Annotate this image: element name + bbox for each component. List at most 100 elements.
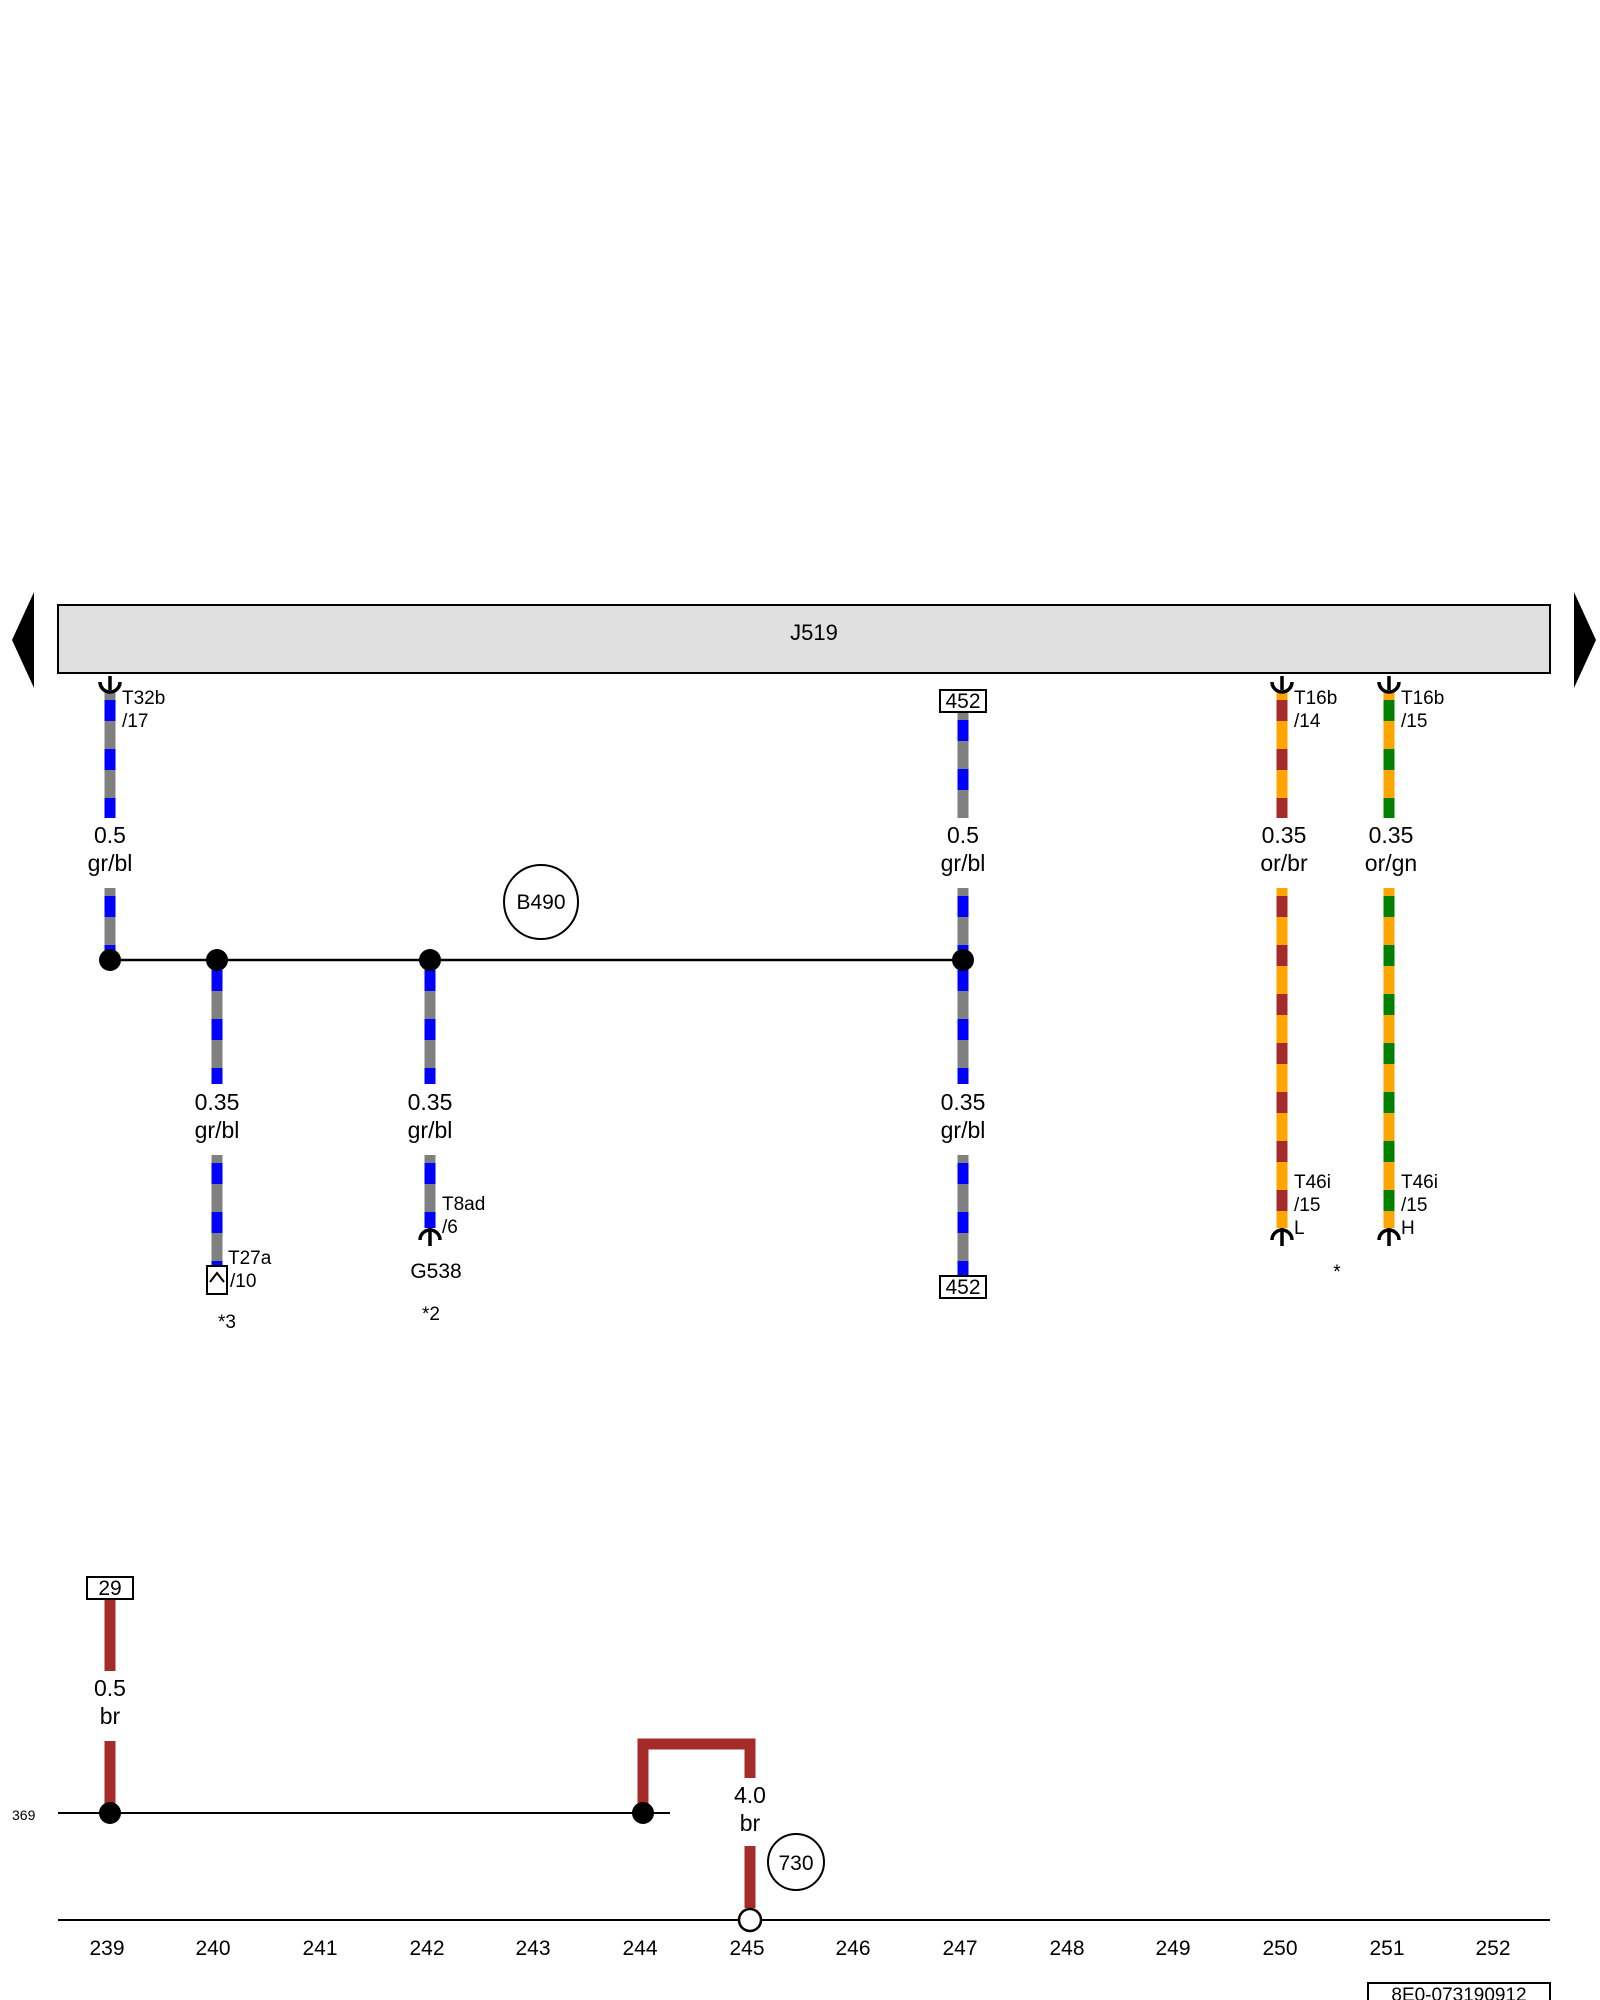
splice-dot-247 xyxy=(952,949,974,971)
ground-dot-239 xyxy=(99,1802,121,1824)
ref-box-452-top xyxy=(939,689,987,713)
track-number-242: 242 xyxy=(409,1937,444,1960)
wire-ground-ref-upper xyxy=(104,1599,116,1671)
wire-239-lower xyxy=(104,888,116,958)
wire-251-upper xyxy=(1383,692,1395,818)
ground-730-circle xyxy=(767,1833,825,1891)
connector-t27a-caret-icon xyxy=(209,1271,225,1283)
track-number-244: 244 xyxy=(622,1937,657,1960)
wire-size-ground-main: 4.0 xyxy=(734,1782,766,1808)
wire-242-upper xyxy=(424,962,436,1084)
connector-t46i-l-pin: /15 xyxy=(1294,1195,1320,1216)
splice-b490-circle xyxy=(503,864,579,940)
wire-size-ground-ref: 0.5 xyxy=(94,1675,126,1701)
wire-247-bottom-lower xyxy=(957,1155,969,1276)
wire-240-lower xyxy=(211,1155,223,1266)
wire-color-240: gr/bl xyxy=(195,1117,240,1143)
ref-label-452-top: 452 xyxy=(945,690,980,713)
splice-b490-label: B490 xyxy=(516,891,565,914)
wire-247-top-lower xyxy=(957,888,969,958)
ref-box-452-bottom xyxy=(939,1275,987,1299)
wire-color-242: gr/bl xyxy=(408,1117,453,1143)
wire-ground-ref-lower xyxy=(104,1741,116,1811)
wire-size-247-bottom: 0.35 xyxy=(941,1089,986,1115)
connector-t27a-pin: /10 xyxy=(230,1271,256,1292)
note-asterisk: * xyxy=(1333,1262,1341,1283)
wire-color-247-top: gr/bl xyxy=(941,850,986,876)
doc-code-box xyxy=(1367,1982,1551,2000)
connector-t32b-label: T32b xyxy=(122,688,165,709)
wire-251-lower xyxy=(1383,888,1395,1228)
wire-ground-main-lower xyxy=(744,1846,756,1908)
connector-t46i-h-label: T46i xyxy=(1401,1172,1438,1193)
previous-page-arrow-icon[interactable] xyxy=(12,592,34,688)
connector-t16b-14-pin: /14 xyxy=(1294,711,1321,732)
wire-size-250: 0.35 xyxy=(1262,822,1307,848)
track-number-248: 248 xyxy=(1049,1937,1084,1960)
track-number-247: 247 xyxy=(942,1937,977,1960)
wire-239-upper xyxy=(104,692,116,818)
connector-t32b-pin: /17 xyxy=(122,711,148,732)
ref-label-29: 29 xyxy=(98,1577,121,1600)
terminal-h-label: H xyxy=(1401,1218,1415,1239)
connector-t27a-icon xyxy=(206,1265,228,1295)
wire-247-top-upper xyxy=(957,712,969,818)
wire-ground-bracket xyxy=(637,1738,756,1811)
wire-size-242: 0.35 xyxy=(408,1089,453,1115)
wire-240-upper xyxy=(211,962,223,1084)
connector-t16b-15-label: T16b xyxy=(1401,688,1444,709)
wire-color-ground-main: br xyxy=(740,1810,761,1836)
splice-dot-239 xyxy=(99,949,121,971)
track-number-243: 243 xyxy=(515,1937,550,1960)
component-g538-label: G538 xyxy=(410,1260,461,1283)
ground-dot-244 xyxy=(632,1802,654,1824)
pin-t16b-15-icon xyxy=(1377,681,1401,694)
wire-color-250: or/br xyxy=(1260,850,1308,876)
connector-t8ad-label: T8ad xyxy=(442,1194,485,1215)
wire-group xyxy=(104,692,1395,1908)
splice-dot-240 xyxy=(206,949,228,971)
terminal-l-label: L xyxy=(1294,1218,1305,1239)
doc-code: 8E0-073190912 xyxy=(1391,1985,1526,2000)
ref-box-29 xyxy=(86,1576,134,1600)
connector-t16b-15-pin: /15 xyxy=(1401,711,1427,732)
track-number-250: 250 xyxy=(1262,1937,1297,1960)
module-j519 xyxy=(57,604,1551,674)
wire-size-240: 0.35 xyxy=(195,1089,240,1115)
pin-t16b-14-icon xyxy=(1270,681,1294,694)
track-number-249: 249 xyxy=(1155,1937,1190,1960)
note-2: *2 xyxy=(422,1304,440,1325)
ground-730-label: 730 xyxy=(778,1852,813,1875)
wire-250-lower xyxy=(1276,888,1288,1228)
side-ref-369: 369 xyxy=(12,1807,36,1823)
track-number-240: 240 xyxy=(195,1937,230,1960)
note-3: *3 xyxy=(218,1312,236,1333)
pin-t32b-icon xyxy=(98,681,122,694)
wire-242-lower xyxy=(424,1155,436,1228)
connector-t27a-label: T27a xyxy=(228,1248,272,1269)
track-number-246: 246 xyxy=(835,1937,870,1960)
connector-t16b-14-label: T16b xyxy=(1294,688,1337,709)
track-number-245: 245 xyxy=(729,1937,764,1960)
wire-color-251: or/gn xyxy=(1365,850,1417,876)
wire-color-ground-ref: br xyxy=(100,1703,121,1729)
wire-color-239: gr/bl xyxy=(88,850,133,876)
track-number-252: 252 xyxy=(1475,1937,1510,1960)
ground-point-open-circle xyxy=(737,1907,763,1933)
wire-247-bottom-upper xyxy=(957,962,969,1084)
connector-t46i-h-pin: /15 xyxy=(1401,1195,1427,1216)
ref-label-452-bottom: 452 xyxy=(945,1276,980,1299)
module-label: J519 xyxy=(790,620,838,645)
wire-color-247-bottom: gr/bl xyxy=(941,1117,986,1143)
track-number-239: 239 xyxy=(89,1937,124,1960)
wire-size-247-top: 0.5 xyxy=(947,822,979,848)
wire-size-239: 0.5 xyxy=(94,822,126,848)
wire-size-251: 0.35 xyxy=(1369,822,1414,848)
splice-dot-242 xyxy=(419,949,441,971)
connector-t8ad-pin: /6 xyxy=(442,1217,458,1238)
track-number-251: 251 xyxy=(1369,1937,1404,1960)
next-page-arrow-icon[interactable] xyxy=(1574,592,1596,688)
connector-t46i-l-label: T46i xyxy=(1294,1172,1331,1193)
